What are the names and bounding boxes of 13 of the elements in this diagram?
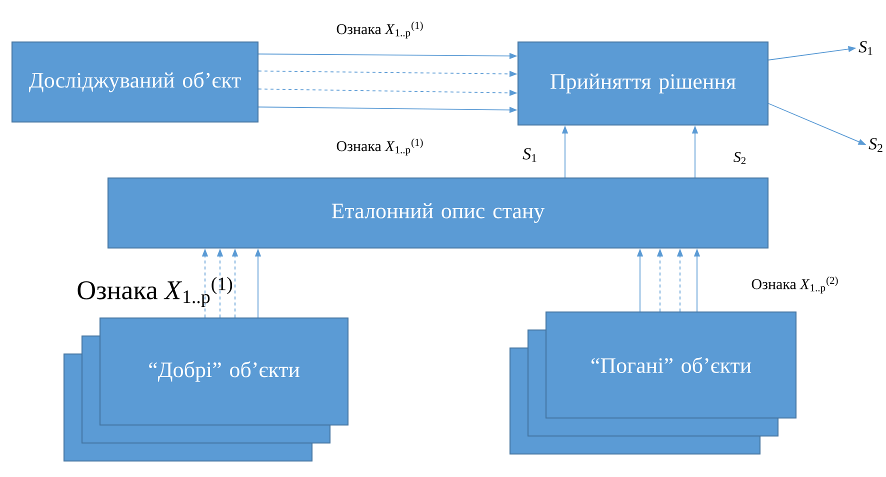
signal-label: S$_{2}$ [734,152,746,164]
process-box: Еталонний опис стану [108,178,768,248]
signal-label: Ознака X$_{1..p}$(1) [78,276,232,308]
output-label: S$_{2}$ [868,138,882,152]
process-box: Досліджуваний об’єкт [12,42,258,122]
output-label: S$_{1}$ [858,41,872,55]
stacked-box: “Погані” об’єкти [510,312,796,454]
signal-label: Ознака X$_{1..p}$(2) [752,276,838,294]
stacked-box: “Добрі” об’єкти [64,318,348,462]
signal-label: S$_{1}$ [522,148,536,162]
signal-label: Ознака X$_{1..p}$(1) [336,22,423,38]
process-box: Прийняття рішення [518,42,768,126]
signal-label: Ознака X$_{1..p}$(1) [336,138,423,156]
